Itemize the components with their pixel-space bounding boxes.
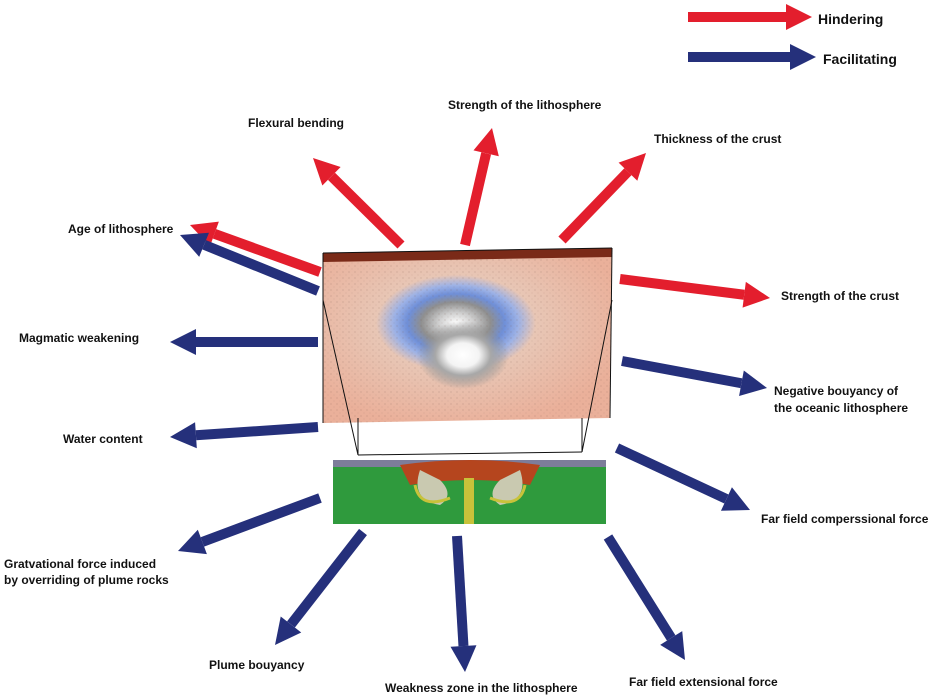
left-melt-channel [413,484,451,504]
legend-facilitating-arrow-head [790,44,816,70]
central-depression [417,321,509,389]
legend-facilitating-label: Facilitating [823,51,897,67]
arrow-magmatic-weakening-shaft [196,337,318,347]
arrow-strength-lithosphere-head [473,128,499,157]
factor-arrows [170,4,816,672]
label-water-content: Water content [63,432,143,446]
model-box-outline [322,247,613,456]
arrow-far-field-extensional-head [660,631,685,660]
arrow-weakness-zone-head [450,645,477,672]
model-surface-panel [322,247,613,456]
arrow-far-field-extensional-shaft [603,534,676,641]
arrow-negative-bouyancy-shaft [621,356,743,389]
left-slab [417,470,448,505]
label-gravitational-2: by overriding of plume rocks [4,573,169,587]
label-magmatic-weakening: Magmatic weakening [19,331,140,345]
arrow-plume-bouyancy-shaft [287,528,367,628]
legend-facilitating-arrow [688,44,816,70]
arrow-thickness-crust-head [618,153,646,181]
arrow-negative-bouyancy [621,356,767,397]
arrow-strength-lithosphere-shaft [460,152,492,247]
arrow-far-field-compressional-shaft [614,443,729,504]
cross-section-panel [333,460,606,524]
arrow-flexural-bending-head [313,158,341,186]
arrow-plume-bouyancy-head [275,616,302,645]
plume-conduit [464,478,474,524]
arrow-magmatic-weakening [170,329,318,355]
label-flexural-bending: Flexural bending [248,116,345,130]
arrow-weakness-zone-shaft [452,535,469,647]
label-negative-bouyancy-1: Negative bouyancy of [774,384,899,398]
label-far-field-extensional: Far field extensional force [629,675,778,689]
surface-top-edge [323,248,612,262]
legend-facilitating-arrow-shaft [688,52,790,62]
arrow-age-lithosphere-facilitating [180,232,320,296]
legend-hindering-arrow [688,4,812,30]
arrow-gravitational-force-shaft [200,493,322,547]
arrow-age-lithosphere-facilitating-head [180,232,209,257]
arrow-age-lithosphere-hindering-shaft [212,229,322,277]
arrow-strength-crust [619,274,770,308]
arrow-far-field-compressional-head [720,487,750,511]
arrow-strength-lithosphere [460,128,499,247]
arrow-weakness-zone [450,535,477,672]
legend-hindering-label: Hindering [818,11,884,27]
arrow-thickness-crust-shaft [558,168,632,244]
arrow-strength-crust-head [742,281,770,308]
arrow-flexural-bending [313,158,405,249]
arrow-gravitational-force-head [178,529,207,555]
right-melt-channel [489,484,527,504]
arrow-water-content [170,422,319,449]
arrow-water-content-shaft [195,422,319,441]
label-far-field-compressional: Far field comperssional force [761,512,929,526]
legend-hindering-arrow-shaft [688,12,786,22]
label-negative-bouyancy-2: the oceanic lithosphere [774,401,909,415]
arrow-far-field-extensional [603,534,685,660]
label-gravitational-1: Gratvational force induced [4,557,157,571]
arrow-plume-bouyancy [275,528,367,645]
arrow-thickness-crust [558,153,646,244]
right-slab [492,470,523,505]
legend-hindering-arrow-head [786,4,812,30]
label-thickness-crust: Thickness of the crust [654,132,782,146]
label-plume-bouyancy: Plume bouyancy [209,658,305,672]
arrow-flexural-bending-shaft [327,172,405,249]
arrow-age-lithosphere-facilitating-shaft [202,240,320,296]
label-strength-crust: Strength of the crust [781,289,900,303]
arrow-negative-bouyancy-head [739,370,767,397]
label-weakness-zone: Weakness zone in the lithosphere [385,681,578,695]
arrow-strength-crust-shaft [619,274,745,300]
arrow-gravitational-force [178,493,322,555]
label-strength-lithosphere: Strength of the lithosphere [448,98,602,112]
arrow-water-content-head [170,422,197,449]
arrow-far-field-compressional [614,443,750,511]
arrow-magmatic-weakening-head [170,329,196,355]
label-age-lithosphere: Age of lithosphere [68,222,174,236]
